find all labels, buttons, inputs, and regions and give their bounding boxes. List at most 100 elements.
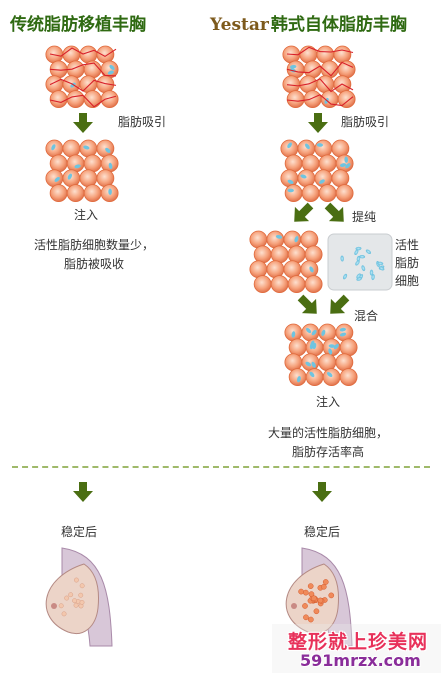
down-arrow-icon xyxy=(308,113,328,133)
mixed-fat-cluster xyxy=(284,323,358,387)
fat-cell xyxy=(283,260,302,279)
active-fat-cell xyxy=(378,266,385,271)
fat-lobule xyxy=(68,592,74,598)
fat-cell xyxy=(288,368,307,387)
fat-cell xyxy=(331,169,350,188)
down-arrow-icon xyxy=(73,113,93,133)
watermark-backdrop xyxy=(272,624,441,673)
active-fat-cell xyxy=(369,269,374,276)
fat-lobule xyxy=(298,588,304,595)
fat-cell xyxy=(335,323,354,342)
fat-cell xyxy=(335,184,354,203)
nipple xyxy=(291,603,297,609)
section-divider xyxy=(12,466,430,468)
active-fat-cell xyxy=(311,361,316,368)
fat-lobule xyxy=(303,614,309,621)
active-fat-cell xyxy=(51,144,56,151)
fat-lobule xyxy=(73,602,79,608)
active-fat-cell xyxy=(108,188,112,195)
fat-lobule xyxy=(320,583,327,590)
active-fat-cell xyxy=(294,236,299,243)
arrow-shape xyxy=(330,294,350,314)
active-fat-cell xyxy=(107,70,114,75)
arrow-shape xyxy=(297,294,317,314)
fat-cell xyxy=(66,184,85,203)
fat-cell xyxy=(318,353,337,372)
fat-cell xyxy=(297,169,316,188)
active-fat-cell xyxy=(287,142,292,149)
active-fat-cell xyxy=(328,348,333,355)
title-traditional: 传统脂肪移植丰胸 xyxy=(10,15,146,35)
active-fat-cell xyxy=(359,255,366,259)
fat-cell xyxy=(303,90,322,109)
fat-cell xyxy=(96,169,115,188)
active-cells-line2: 脂肪 xyxy=(395,256,420,270)
active-fat-cell xyxy=(83,145,90,150)
fat-lobule xyxy=(78,592,84,598)
right-fat-cluster-suctioned xyxy=(280,139,354,203)
fat-cell xyxy=(266,230,285,249)
active-cells-line1: 活性 xyxy=(395,238,420,252)
active-fat-cell xyxy=(339,332,347,337)
fat-lobule xyxy=(302,603,308,609)
arrow-shape xyxy=(324,202,344,222)
fat-cell xyxy=(62,169,81,188)
fat-cell xyxy=(249,230,268,249)
fat-cell xyxy=(301,184,320,203)
active-fat-cell xyxy=(339,163,347,167)
fat-cell xyxy=(270,245,289,264)
fat-cell xyxy=(339,338,358,357)
label-left-inject: 注入 xyxy=(74,208,99,222)
fat-cell xyxy=(282,75,301,94)
fat-lobule xyxy=(313,608,320,615)
label-left-suction: 脂肪吸引 xyxy=(118,115,167,129)
fat-cell xyxy=(284,353,303,372)
watermark-line1: 整形就上珍美网 xyxy=(288,631,429,653)
fat-lobule xyxy=(73,577,79,583)
breast-outline xyxy=(45,563,99,634)
blood-vessel-line xyxy=(49,94,117,108)
active-fat-cell xyxy=(296,376,301,383)
fat-lobule xyxy=(64,595,70,601)
active-fat-cell xyxy=(287,188,294,193)
fat-cell xyxy=(79,169,98,188)
fat-cell xyxy=(303,60,322,79)
desc-left-line1: 活性脂肪细胞数量少， xyxy=(33,238,154,252)
fat-lobule xyxy=(308,591,315,597)
active-fat-cell xyxy=(342,273,348,280)
diagonal-arrow-icon xyxy=(324,202,344,222)
active-fat-cell xyxy=(290,64,297,69)
fat-cell xyxy=(66,90,85,109)
fat-cell xyxy=(316,45,335,64)
active-fat-cell xyxy=(365,249,372,254)
active-fat-cell xyxy=(300,174,307,179)
active-fat-cell xyxy=(304,143,310,150)
fat-cell xyxy=(79,45,98,64)
fat-lobule xyxy=(302,589,309,596)
active-fat-cell xyxy=(305,327,312,334)
active-fat-cell xyxy=(311,329,317,336)
fat-cell xyxy=(62,139,81,158)
fat-cell xyxy=(100,90,119,109)
fat-cell xyxy=(331,139,350,158)
fat-cell xyxy=(339,368,358,387)
fat-cell xyxy=(318,184,337,203)
label-right-suction: 脂肪吸引 xyxy=(341,115,390,129)
desc-right-line1: 大量的活性脂肪细胞， xyxy=(267,426,388,440)
fat-cell xyxy=(49,90,68,109)
fat-cell xyxy=(49,184,68,203)
active-fat-cell xyxy=(312,342,317,350)
active-fat-cell xyxy=(319,179,325,184)
fat-lobule xyxy=(307,583,314,589)
fat-lobule xyxy=(72,598,78,604)
active-fat-cell xyxy=(321,329,326,336)
fat-lobule xyxy=(322,579,329,585)
fat-cell xyxy=(253,275,272,294)
fat-cell xyxy=(83,184,102,203)
breast-illustration-traditional xyxy=(45,547,113,647)
fat-lobule xyxy=(79,583,85,589)
down-arrow-icon xyxy=(312,482,332,502)
label-active-cells: 活性 脂肪 细胞 xyxy=(395,236,419,290)
fat-lobule xyxy=(317,597,324,604)
